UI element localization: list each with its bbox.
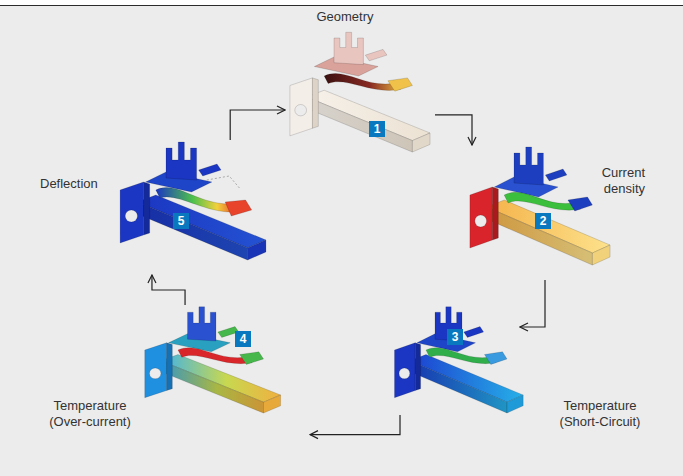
callout-number: 1 [369, 121, 385, 137]
stage-node: Temperature (Over-current)4 [140, 305, 310, 440]
stage-label: Deflection [40, 176, 120, 192]
short-circuit-part [395, 307, 524, 413]
stage-node: Deflection5 [115, 140, 275, 275]
current-density-part [470, 147, 610, 265]
over-current-part [145, 307, 281, 413]
stage-label: Geometry [285, 9, 405, 25]
callout-number: 2 [535, 213, 551, 229]
cycle-arrow [152, 275, 185, 305]
cycle-arrow [310, 415, 400, 435]
cycle-arrow [520, 280, 545, 327]
callout-number: 3 [447, 329, 463, 345]
deflection-part [120, 142, 266, 260]
stage-node: Temperature (Short-Circuit)3 [390, 305, 520, 415]
cycle-arrow [230, 110, 285, 140]
stage-label: Current density [579, 165, 645, 197]
geometry-part [290, 32, 430, 152]
callout-number: 5 [173, 213, 189, 229]
cycle-arrow [435, 115, 472, 145]
callout-number: 4 [235, 331, 251, 347]
stage-node: Current density2 [465, 145, 590, 280]
stage-node: Geometry1 [285, 38, 435, 158]
stage-label: Temperature (Over-current) [35, 398, 145, 430]
stage-label: Temperature (Short-Circuit) [545, 398, 655, 430]
